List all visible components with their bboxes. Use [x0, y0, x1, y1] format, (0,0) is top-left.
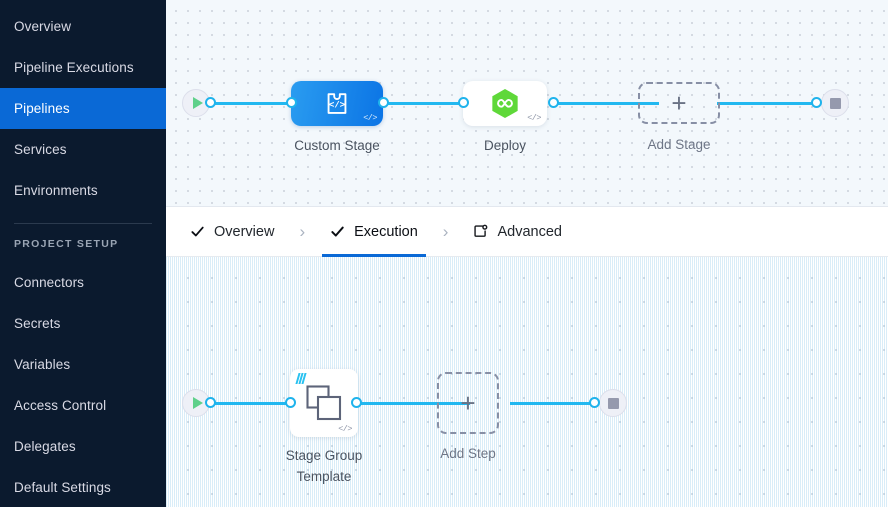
sidebar-item-pipelines[interactable]: Pipelines — [0, 88, 166, 129]
sidebar-item-label: Services — [14, 142, 67, 157]
port-start-out[interactable] — [205, 97, 216, 108]
check-icon — [331, 226, 344, 237]
advanced-settings-icon — [474, 224, 488, 237]
step-label-add-step: Add Step — [440, 446, 496, 461]
sidebar-item-delegates[interactable]: Delegates — [0, 426, 166, 467]
sidebar-item-pipeline-executions[interactable]: Pipeline Executions — [0, 47, 166, 88]
main-content: </> </> Custom Stage </> Deploy + — [166, 0, 888, 507]
svg-text:</>: </> — [329, 101, 345, 111]
yaml-code-badge: </> — [363, 113, 377, 123]
step-label-line-2: Template — [296, 469, 352, 484]
sidebar-item-label: Access Control — [14, 398, 107, 413]
port-template-in[interactable] — [285, 397, 296, 408]
yaml-code-badge: </> — [338, 424, 352, 434]
step-canvas[interactable]: </> Stage Group Template + Add Step — [166, 257, 888, 507]
custom-stage-code-icon: </> — [327, 93, 347, 114]
stop-icon — [607, 397, 619, 409]
stage-canvas[interactable]: </> </> Custom Stage </> Deploy + — [166, 0, 888, 207]
sidebar-item-label: Secrets — [14, 316, 61, 331]
sidebar-item-label: Default Settings — [14, 480, 111, 495]
stage-node-deploy[interactable]: </> — [463, 81, 547, 126]
sidebar-item-label: Pipelines — [14, 101, 70, 116]
port-custom-stage-out[interactable] — [378, 97, 389, 108]
pipeline-end-node[interactable] — [821, 89, 849, 117]
sidebar-item-overview[interactable]: Overview — [0, 6, 166, 47]
port-custom-stage-in[interactable] — [286, 97, 297, 108]
stage-label-add-stage: Add Stage — [647, 137, 711, 152]
step-node-stage-group-template[interactable]: </> — [290, 369, 358, 437]
sidebar-item-default-settings[interactable]: Default Settings — [0, 467, 166, 507]
edge-add-step-to-end — [510, 402, 605, 405]
step-end-node[interactable] — [599, 389, 627, 417]
tab-advanced[interactable]: Advanced — [465, 207, 570, 257]
edge-step-start-to-template — [198, 402, 314, 405]
tab-label: Execution — [354, 223, 418, 240]
sidebar-item-label: Environments — [14, 183, 98, 198]
add-stage-button[interactable]: + — [638, 82, 720, 124]
stage-node-custom-stage[interactable]: </> </> — [291, 81, 383, 126]
port-step-start-out[interactable] — [205, 397, 216, 408]
plus-icon: + — [460, 388, 476, 418]
tab-separator-2: › — [442, 221, 449, 241]
stage-label-deploy: Deploy — [483, 138, 527, 153]
tab-overview[interactable]: Overview — [182, 207, 282, 257]
edge-start-to-custom-stage — [198, 102, 313, 105]
sidebar-item-label: Pipeline Executions — [14, 60, 134, 75]
add-step-button[interactable]: + — [437, 372, 499, 434]
step-label-stage-group-template: Stage Group Template — [254, 445, 394, 487]
sidebar-item-environments[interactable]: Environments — [0, 170, 166, 211]
edge-deploy-to-add-stage — [554, 102, 659, 105]
sidebar-item-variables[interactable]: Variables — [0, 344, 166, 385]
play-icon — [192, 97, 203, 109]
sidebar-item-label: Variables — [14, 357, 71, 372]
plus-icon: + — [671, 88, 687, 118]
stage-group-template-icon — [306, 385, 342, 421]
sidebar-item-connectors[interactable]: Connectors — [0, 262, 166, 303]
stage-config-tabbar: Overview › Execution › Advanced — [166, 207, 888, 257]
stop-icon — [829, 97, 841, 109]
tab-execution[interactable]: Execution — [322, 207, 426, 257]
tab-separator-1: › — [299, 221, 306, 241]
edge-add-stage-to-end — [717, 102, 827, 105]
port-end-in[interactable] — [811, 97, 822, 108]
check-icon — [191, 226, 204, 237]
tab-label: Overview — [214, 223, 275, 240]
play-icon — [192, 397, 203, 409]
port-step-end-in[interactable] — [589, 397, 600, 408]
edge-custom-stage-to-deploy — [384, 102, 494, 105]
sidebar-item-label: Delegates — [14, 439, 76, 454]
tab-label: Advanced — [497, 223, 562, 240]
port-template-out[interactable] — [351, 397, 362, 408]
sidebar: Overview Pipeline Executions Pipelines S… — [0, 0, 166, 507]
sidebar-divider — [14, 223, 152, 224]
sidebar-item-label: Overview — [14, 19, 72, 34]
port-deploy-in[interactable] — [458, 97, 469, 108]
sidebar-item-secrets[interactable]: Secrets — [0, 303, 166, 344]
yaml-code-badge: </> — [527, 113, 541, 123]
sidebar-item-services[interactable]: Services — [0, 129, 166, 170]
edge-template-to-add-step — [356, 402, 470, 405]
sidebar-section-label: PROJECT SETUP — [14, 238, 119, 250]
step-label-line-1: Stage Group — [285, 448, 363, 463]
port-deploy-out[interactable] — [548, 97, 559, 108]
sidebar-item-access-control[interactable]: Access Control — [0, 385, 166, 426]
stage-label-custom-stage: Custom Stage — [294, 138, 380, 153]
sidebar-item-label: Connectors — [14, 275, 85, 290]
deploy-hexagon-icon — [492, 88, 518, 119]
